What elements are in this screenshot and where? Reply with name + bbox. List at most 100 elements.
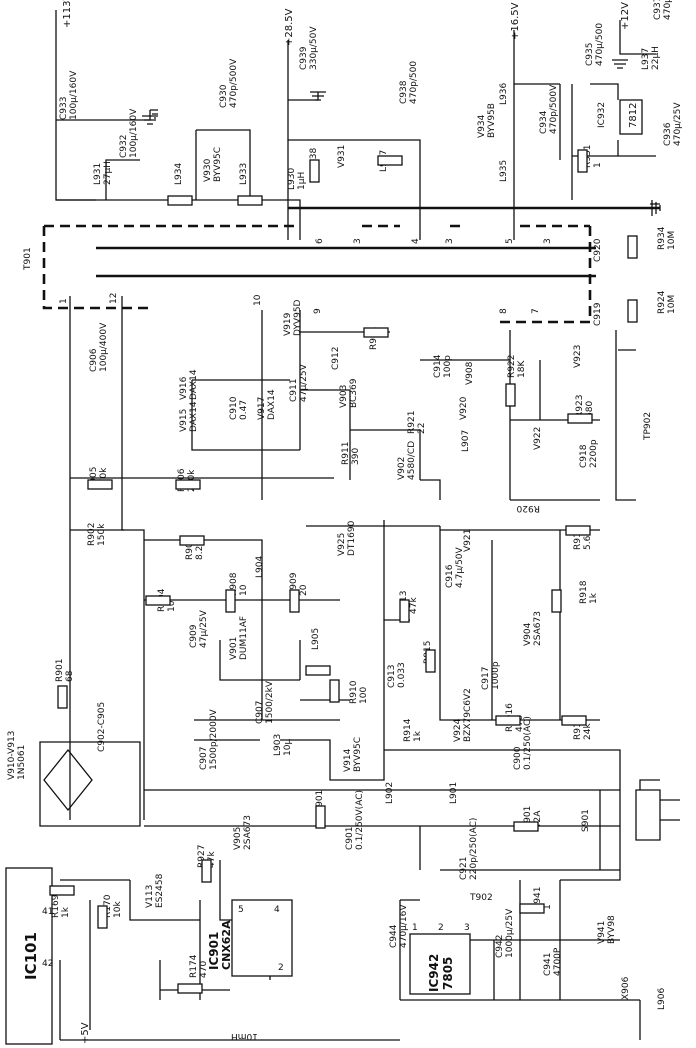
resistor-symbol	[627, 235, 638, 259]
component-ref: IC932	[597, 102, 607, 128]
component-value: 470p/500	[409, 61, 419, 104]
component-ref: R920	[516, 503, 540, 513]
component-ref: R934	[657, 226, 667, 250]
ic901-box	[231, 899, 293, 977]
rail-28v: +28.5V	[284, 8, 295, 46]
component-l935: L935	[499, 160, 509, 182]
component-value: 1500/2kV	[265, 680, 275, 724]
component-ref: R905	[89, 467, 99, 490]
component-ref: V934	[477, 114, 487, 138]
component-value: 100μ/160V	[129, 108, 139, 158]
component-ref: L931	[93, 163, 103, 185]
component-ref: C911	[289, 379, 299, 402]
component-ref: V919	[283, 312, 293, 336]
resistor-symbol	[57, 685, 68, 709]
component-v923: V923	[573, 345, 583, 368]
t901-pin: 6	[315, 238, 325, 244]
t901-pin: 3	[353, 238, 363, 244]
component-ref: R923	[575, 395, 585, 418]
component-value: 10μ	[283, 739, 293, 756]
component-ref: L907	[461, 430, 471, 452]
component-value: 22	[417, 423, 427, 434]
rail-labels: +113V +28.5V +16.5V +12V +5V	[62, 0, 631, 1044]
component-value: 1μH	[297, 172, 307, 190]
t901-pin: 1	[59, 298, 69, 304]
component-ref: L902	[385, 782, 395, 804]
component-value: BYV95B	[487, 103, 497, 138]
ic-labels: IC101 IC901 CNX62A IC942 7805 7812	[22, 103, 639, 992]
component-ref: R909	[289, 572, 299, 596]
component-value: 18K	[517, 360, 527, 378]
component-c937: C937470μ/25V	[653, 0, 673, 20]
rail-113v: +113V	[62, 0, 73, 28]
component-ref: R170	[103, 894, 113, 918]
component-rt901: RT901	[315, 790, 325, 818]
component-value: 27μH	[103, 161, 113, 185]
component-l902: L902	[385, 782, 395, 804]
component-value: BYV98	[607, 915, 617, 944]
component-ref: R912	[369, 327, 379, 350]
component-c919: C919	[593, 302, 603, 326]
ic101-label: IC101	[22, 932, 40, 980]
resistor-symbol	[519, 903, 545, 914]
component-ref: C935	[585, 43, 595, 66]
component-ref: V930	[203, 158, 213, 182]
ground-icon	[142, 59, 628, 125]
component-value: 270k	[99, 467, 109, 490]
component-ref: C930	[219, 84, 229, 108]
ic942-label: IC942	[427, 954, 441, 992]
component-ref: C941	[543, 953, 553, 976]
resistor-symbol	[309, 159, 320, 183]
component-ref: C917	[481, 667, 491, 690]
t901-pin: 3	[543, 238, 553, 244]
component-value: 470p/500V	[549, 84, 559, 134]
component-ref: R927	[197, 845, 207, 868]
component-ref: C919	[593, 302, 603, 326]
component-value: T2A	[533, 810, 543, 829]
component-value: 470μ/500	[595, 23, 605, 66]
rail-12v: +12V	[620, 2, 631, 30]
component-l905: L905	[311, 628, 321, 650]
component-ref: F901	[523, 806, 533, 828]
resistor-symbol	[513, 821, 539, 832]
component-ref: V910-V913	[7, 731, 17, 780]
component-value: 680	[585, 401, 595, 418]
component-ref: R918	[579, 580, 589, 604]
component-x906: X906	[621, 976, 631, 1000]
component-value: 10M	[667, 295, 677, 314]
component-value: ES2458	[155, 873, 165, 908]
component-ref: V924	[453, 718, 463, 742]
component-c920: C920	[593, 238, 603, 262]
component-v931: V931	[337, 145, 347, 168]
t901-pin: 3	[445, 238, 455, 244]
pin-numbers: 41 42 4 5 2 1 2 3	[42, 905, 470, 973]
component-v921: V921	[463, 529, 473, 552]
component-value: DAX14	[267, 389, 277, 420]
component-ref: R921	[407, 411, 417, 434]
resistor-symbol	[425, 649, 436, 673]
resistor-symbol	[315, 805, 326, 829]
component-ref: C934	[539, 110, 549, 134]
